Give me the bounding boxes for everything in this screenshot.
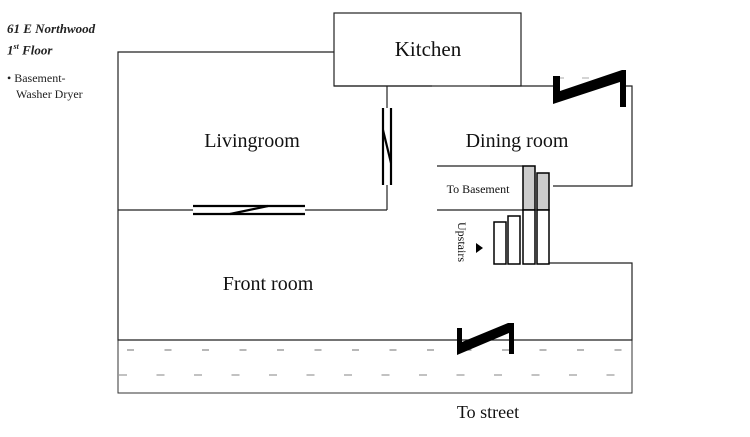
- room-dining: Dining room: [466, 130, 569, 152]
- basement-note: • Basement- Washer Dryer: [7, 71, 83, 101]
- to-basement-label: To Basement: [447, 182, 510, 196]
- floor-label: 1st Floor: [7, 42, 53, 58]
- note-line: Washer Dryer: [16, 87, 83, 101]
- room-front: Front room: [223, 273, 314, 295]
- plan-title: 61 E Northwood 1st Floor: [7, 20, 95, 59]
- address: 61 E Northwood: [7, 21, 96, 36]
- stairs-upstairs: [493, 209, 550, 265]
- door-living-front: [193, 204, 305, 216]
- front-porch: [117, 339, 633, 394]
- stairs-basement: [522, 165, 550, 211]
- note-line: Basement-: [14, 71, 66, 85]
- room-livingroom: Livingroom: [204, 130, 300, 152]
- door-living-dining: [381, 108, 393, 185]
- room-kitchen: Kitchen: [395, 37, 462, 61]
- back-door-icon: [553, 70, 626, 107]
- upstairs-label: Upstairs: [455, 222, 469, 262]
- walls: [117, 12, 633, 341]
- to-street-label: To street: [457, 402, 519, 422]
- front-door-icon: [457, 323, 514, 355]
- upstairs-arrow-icon: [476, 243, 483, 253]
